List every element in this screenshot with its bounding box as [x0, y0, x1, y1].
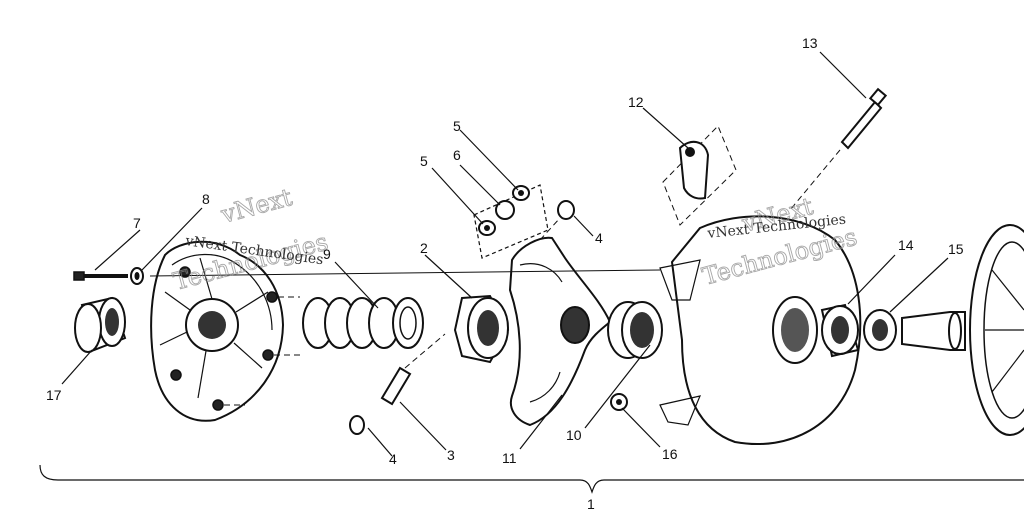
part-9-springs — [302, 297, 424, 349]
center-axis-line — [149, 269, 661, 277]
callout-labels: 1 2 3 4 4 5 5 6 7 8 9 10 11 12 13 14 15 … — [46, 35, 964, 512]
callout-4-lower: 4 — [389, 451, 397, 467]
part-12-clip — [662, 125, 737, 226]
callout-15: 15 — [948, 241, 964, 257]
part-7-bolt — [73, 271, 128, 281]
leader-lines — [61, 51, 949, 457]
callout-8: 8 — [202, 191, 210, 207]
parts-14-15-rings — [820, 303, 897, 358]
callout-17: 17 — [46, 387, 62, 403]
part-17-bushing — [74, 296, 127, 353]
callout-2: 2 — [420, 240, 428, 256]
callout-12: 12 — [628, 94, 644, 110]
part-8-washer — [130, 267, 144, 285]
callout-11: 11 — [502, 450, 517, 466]
callout-5-lower: 5 — [420, 153, 428, 169]
part-4-rollers — [349, 200, 575, 435]
callout-9: 9 — [323, 246, 331, 262]
part-2-threaded-nut — [453, 294, 510, 364]
part-11-spider — [508, 236, 612, 427]
part-13-bolt — [789, 87, 888, 211]
watermark-mark-a: vNext — [217, 183, 295, 229]
callout-4-upper: 4 — [595, 230, 603, 246]
callout-16: 16 — [662, 446, 678, 462]
shaft-and-wheel — [901, 224, 1024, 436]
callout-10: 10 — [566, 427, 582, 443]
part-3-pin — [380, 333, 446, 406]
callout-6: 6 — [453, 147, 461, 163]
callout-13: 13 — [802, 35, 818, 51]
part-16-nut — [610, 393, 628, 411]
callout-3: 3 — [447, 447, 455, 463]
part-10-ring — [607, 301, 663, 359]
callout-1: 1 — [587, 496, 595, 512]
parts-5-6-hardware — [473, 184, 549, 259]
cover-plate — [150, 240, 300, 422]
callout-14: 14 — [898, 237, 914, 253]
callout-5-upper: 5 — [453, 118, 461, 134]
clutch-sheave — [659, 215, 862, 446]
callout-7: 7 — [133, 215, 141, 231]
assembly-brace — [39, 464, 1024, 494]
